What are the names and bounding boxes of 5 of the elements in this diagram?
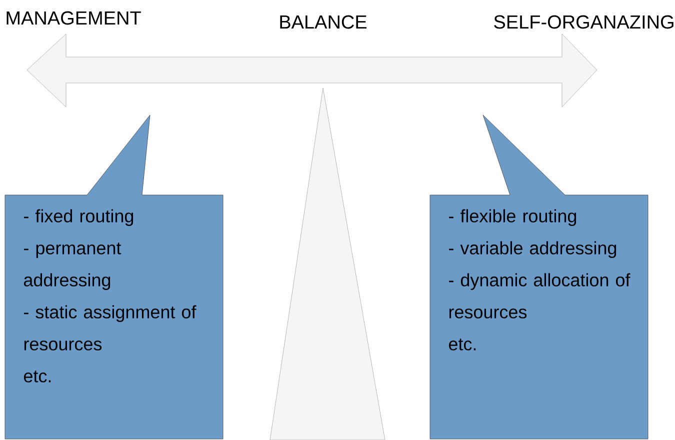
callout-box: - fixed routing - permanent addressing - static assignment of resources etc. [4, 114, 224, 440]
scale-label: BALANCE [280, 15, 367, 29]
callout-box: - flexible routing - variable addressing - dynamic allocation of resources etc. [430, 114, 648, 440]
scale-label: MANAGEMENT [6, 11, 141, 25]
scale-label: SELF-ORGANAZING [494, 15, 674, 29]
